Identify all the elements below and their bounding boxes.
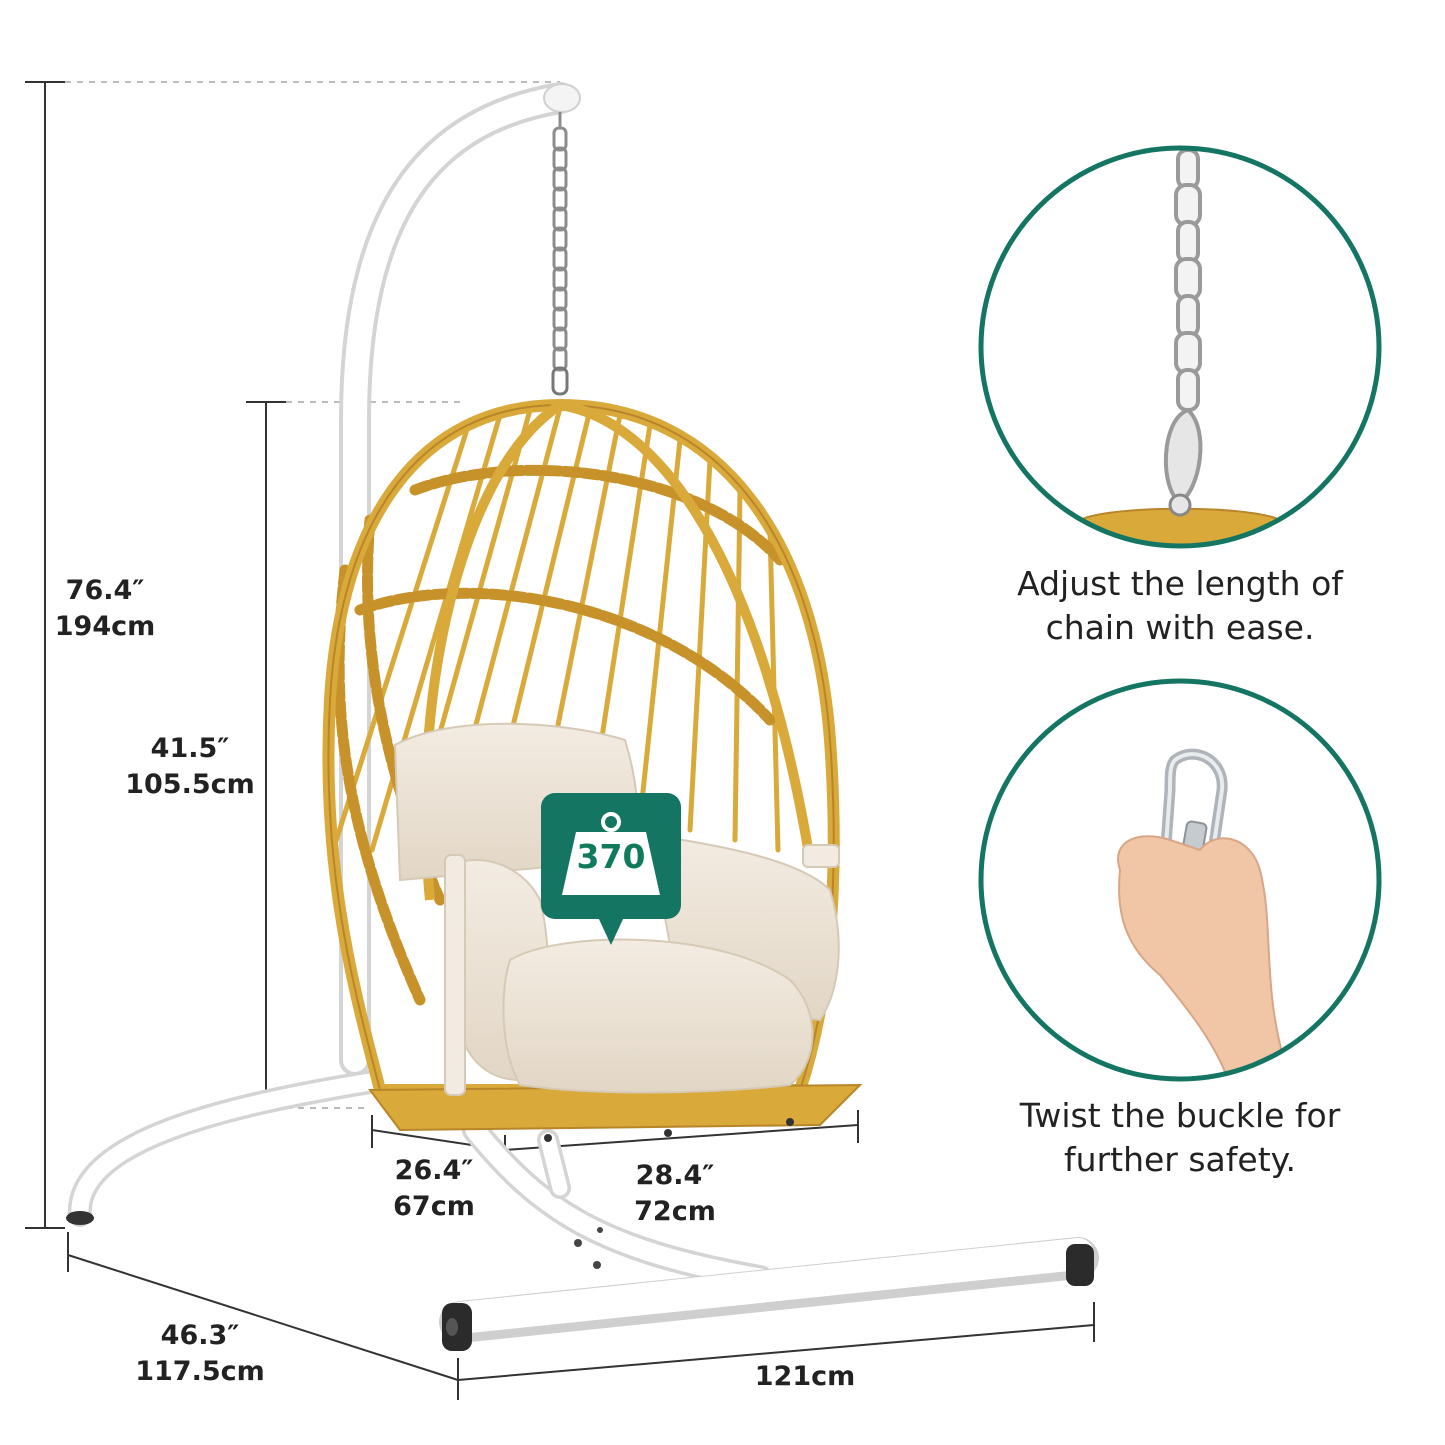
buckle-detail-circle — [978, 678, 1382, 1082]
seat-width-label: 28.4″ 72cm — [615, 1158, 735, 1230]
seat-depth-in: 26.4″ — [394, 1155, 474, 1186]
base-depth-label: 46.3″ 117.5cm — [125, 1318, 275, 1390]
seat-height-label: 41.5″ 105.5cm — [115, 731, 265, 803]
hanging-stand — [66, 82, 1099, 1351]
base-width-cm: 121cm — [754, 1361, 856, 1392]
chain — [551, 112, 569, 396]
chain-detail-circle — [978, 145, 1382, 549]
seat-width-cm: 72cm — [634, 1196, 716, 1227]
base-depth-cm: 117.5cm — [135, 1356, 265, 1387]
total-height-cm: 194cm — [54, 611, 156, 642]
seat-depth-cm: 67cm — [393, 1191, 475, 1222]
weight-unit: LBS — [595, 881, 627, 896]
buckle-caption-line1: Twist the buckle for — [1019, 1096, 1341, 1135]
egg-chair — [322, 398, 863, 1142]
hand-illustration — [1117, 835, 1292, 1079]
buckle-caption-line2: further safety. — [1064, 1140, 1296, 1179]
weight-badge — [541, 793, 681, 945]
base-depth-in: 46.3″ — [160, 1320, 240, 1351]
buckle-caption: Twist the buckle for further safety. — [970, 1094, 1390, 1182]
seat-height-in: 41.5″ — [150, 733, 230, 764]
chain-caption-line2: chain with ease. — [1045, 608, 1315, 647]
dimension-lines — [25, 81, 1095, 1400]
weight-value: 370 — [576, 837, 646, 876]
total-height-label: 76.4″ 194cm — [40, 573, 170, 645]
chain-caption-line1: Adjust the length of — [1017, 564, 1343, 603]
seat-width-in: 28.4″ — [635, 1160, 715, 1191]
seat-height-cm: 105.5cm — [125, 769, 255, 800]
end-cap-right — [1066, 1244, 1094, 1286]
seat-depth-label: 26.4″ 67cm — [374, 1153, 494, 1225]
chain-caption: Adjust the length of chain with ease. — [970, 562, 1390, 650]
base-width-label: 121cm — [740, 1359, 870, 1395]
weight-icon — [562, 832, 660, 895]
total-height-in: 76.4″ — [65, 575, 145, 606]
chain-icon — [1079, 148, 1281, 546]
